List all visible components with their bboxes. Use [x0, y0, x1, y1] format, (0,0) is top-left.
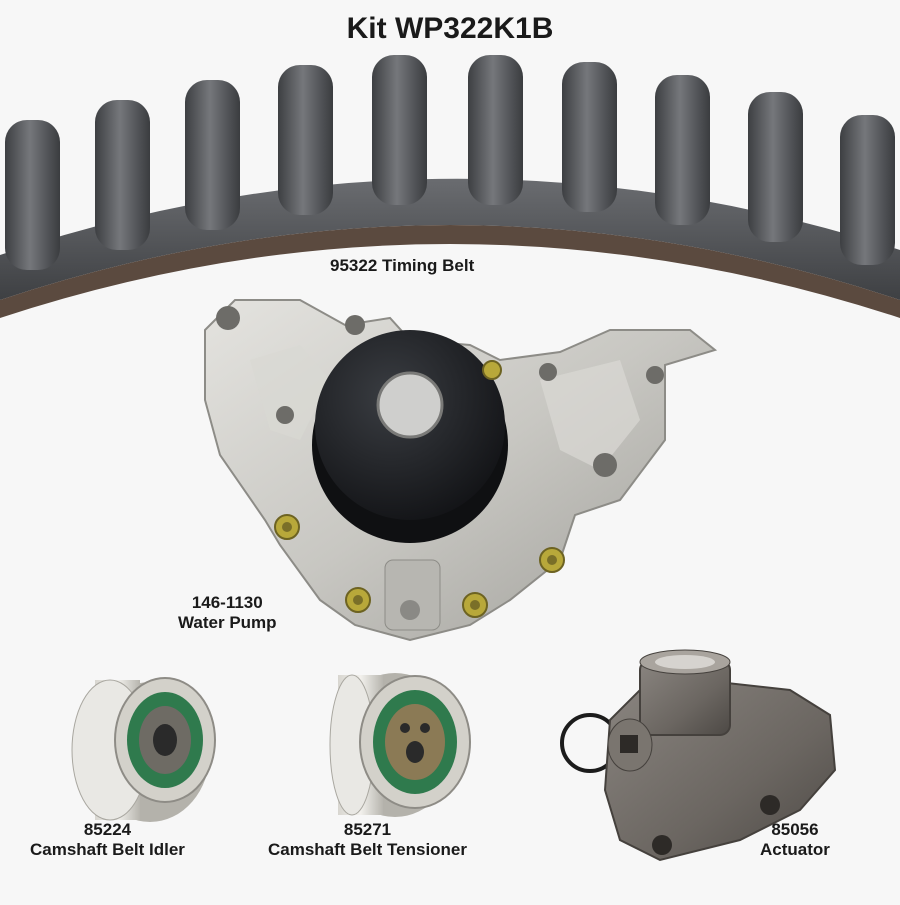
actuator-label: 85056 Actuator: [760, 820, 830, 859]
actuator-mount-hole: [760, 795, 780, 815]
pump-mount-hole: [276, 406, 294, 424]
pump-outlet: [384, 559, 441, 631]
water-pump-number: 146-1130: [191, 593, 263, 612]
belt-teeth: [5, 55, 895, 270]
idler-bore: [153, 724, 177, 756]
timing-belt-label: 95322 Timing Belt: [330, 256, 474, 276]
tensioner-hole: [400, 723, 410, 733]
tensioner-bore: [406, 741, 424, 763]
idler-number: 85224: [83, 820, 132, 839]
kit-title: Kit WP322K1B: [346, 12, 554, 45]
water-pump-label: 146-1130 Water Pump: [178, 593, 277, 632]
tensioner-name: Camshaft Belt Tensioner: [268, 839, 468, 859]
timing-belt: [0, 55, 900, 318]
pump-mount-hole: [539, 363, 557, 381]
pump-mount-hole: [646, 366, 664, 384]
timing-belt-number: 95322: [330, 256, 378, 275]
actuator-square-socket: [620, 735, 638, 753]
water-pump: [204, 299, 718, 642]
pump-rib: [250, 345, 330, 440]
idler-name: Camshaft Belt Idler: [30, 839, 185, 859]
camshaft-belt-idler: [71, 677, 216, 822]
idler-label: 85224 Camshaft Belt Idler: [30, 820, 185, 859]
pump-rib: [540, 360, 640, 470]
timing-belt-name: Timing Belt: [382, 256, 475, 275]
actuator-mount-hole: [652, 835, 672, 855]
tensioner-number: 85271: [343, 820, 392, 839]
pump-mount-hole: [216, 306, 240, 330]
actuator-name: Actuator: [760, 839, 830, 859]
camshaft-belt-tensioner: [329, 673, 471, 817]
actuator-number: 85056: [771, 820, 819, 839]
pump-mount-hole: [593, 453, 617, 477]
tensioner-hole: [420, 723, 430, 733]
pump-hub: [376, 371, 444, 439]
tensioner-label: 85271 Camshaft Belt Tensioner: [268, 820, 467, 859]
tensioner-actuator: [560, 649, 837, 862]
actuator-plunger: [655, 655, 715, 669]
pump-bolts: [274, 360, 565, 618]
water-pump-name: Water Pump: [178, 612, 277, 632]
pump-mount-hole: [345, 315, 365, 335]
pump-outlet-hole: [400, 600, 420, 620]
belt-edge: [0, 225, 900, 318]
